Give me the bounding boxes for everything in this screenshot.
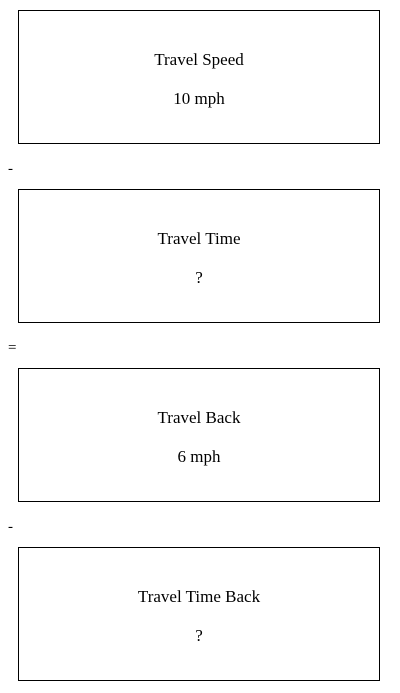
travel-time-back-box: Travel Time Back ?	[18, 547, 380, 681]
minus-operator: -	[8, 161, 13, 177]
box-value: 10 mph	[173, 89, 225, 108]
box-title: Travel Speed	[154, 50, 244, 69]
box-value: 6 mph	[177, 447, 221, 466]
travel-back-box: Travel Back 6 mph	[18, 368, 380, 502]
box-title: Travel Time Back	[137, 587, 261, 606]
box-title: Travel Time	[157, 229, 241, 248]
equals-operator: =	[8, 340, 17, 356]
travel-time-box: Travel Time ?	[18, 189, 380, 323]
minus-operator: -	[8, 519, 13, 535]
box-value: ?	[195, 268, 203, 287]
travel-speed-box: Travel Speed 10 mph	[18, 10, 380, 144]
box-value: ?	[195, 626, 203, 645]
box-title: Travel Back	[157, 408, 241, 427]
